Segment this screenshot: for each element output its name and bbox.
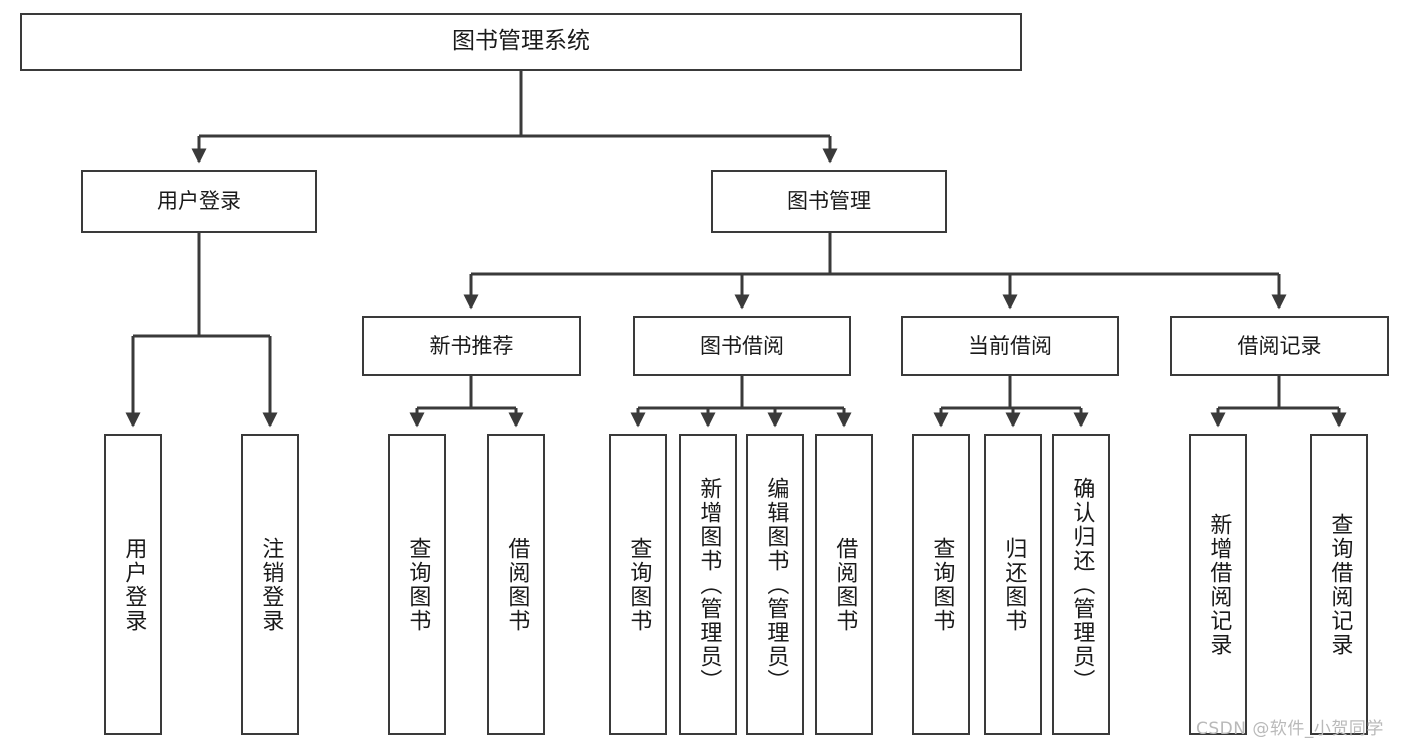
leaf-add-record[interactable]: 新增借阅记录 bbox=[1189, 434, 1247, 735]
csdn-watermark: CSDN @软件_小贺同学 bbox=[1196, 719, 1384, 739]
node-new-book-rec[interactable]: 新书推荐 bbox=[362, 316, 581, 376]
leaf-add-book[interactable]: 新增图书（管理员） bbox=[679, 434, 737, 735]
leaf-edit-book[interactable]: 编辑图书（管理员） bbox=[746, 434, 804, 735]
node-new-book-rec-label: 新书推荐 bbox=[429, 333, 514, 358]
leaf-query-record-label: 查询借阅记录 bbox=[1327, 512, 1353, 657]
leaf-borrow-book-rec-label: 借阅图书 bbox=[504, 536, 530, 633]
leaf-logout[interactable]: 注销登录 bbox=[241, 434, 299, 735]
leaf-return-book-label: 归还图书 bbox=[1001, 536, 1027, 633]
leaf-confirm-return-label: 确认归还（管理员） bbox=[1069, 476, 1095, 693]
leaf-query-book-rec[interactable]: 查询图书 bbox=[388, 434, 446, 735]
leaf-borrow-book-rec[interactable]: 借阅图书 bbox=[487, 434, 545, 735]
leaf-query-record[interactable]: 查询借阅记录 bbox=[1310, 434, 1368, 735]
node-root[interactable]: 图书管理系统 bbox=[20, 13, 1022, 71]
leaf-confirm-return[interactable]: 确认归还（管理员） bbox=[1052, 434, 1110, 735]
node-book-manage-label: 图书管理 bbox=[787, 189, 871, 214]
node-root-label: 图书管理系统 bbox=[452, 28, 590, 55]
leaf-query-book-current[interactable]: 查询图书 bbox=[912, 434, 970, 735]
leaf-query-book-rec-label: 查询图书 bbox=[405, 536, 431, 633]
node-borrow-record[interactable]: 借阅记录 bbox=[1170, 316, 1389, 376]
node-book-manage[interactable]: 图书管理 bbox=[711, 170, 947, 233]
leaf-add-record-label: 新增借阅记录 bbox=[1206, 512, 1232, 657]
leaf-logout-label: 注销登录 bbox=[258, 536, 284, 633]
leaf-borrow-book-label: 借阅图书 bbox=[832, 536, 858, 633]
leaf-add-book-label: 新增图书（管理员） bbox=[696, 476, 722, 693]
node-current-borrow-label: 当前借阅 bbox=[968, 333, 1052, 358]
leaf-user-login[interactable]: 用户登录 bbox=[104, 434, 162, 735]
node-user-login[interactable]: 用户登录 bbox=[81, 170, 317, 233]
leaf-edit-book-label: 编辑图书（管理员） bbox=[763, 476, 789, 693]
node-book-borrow-label: 图书借阅 bbox=[700, 333, 784, 358]
node-borrow-record-label: 借阅记录 bbox=[1237, 333, 1322, 358]
leaf-query-book-borrow[interactable]: 查询图书 bbox=[609, 434, 667, 735]
node-current-borrow[interactable]: 当前借阅 bbox=[901, 316, 1119, 376]
leaf-query-book-borrow-label: 查询图书 bbox=[626, 536, 652, 633]
leaf-return-book[interactable]: 归还图书 bbox=[984, 434, 1042, 735]
leaf-user-login-label: 用户登录 bbox=[121, 536, 147, 633]
leaf-query-book-current-label: 查询图书 bbox=[929, 536, 955, 633]
node-user-login-label: 用户登录 bbox=[157, 189, 241, 214]
node-book-borrow[interactable]: 图书借阅 bbox=[633, 316, 851, 376]
leaf-borrow-book[interactable]: 借阅图书 bbox=[815, 434, 873, 735]
